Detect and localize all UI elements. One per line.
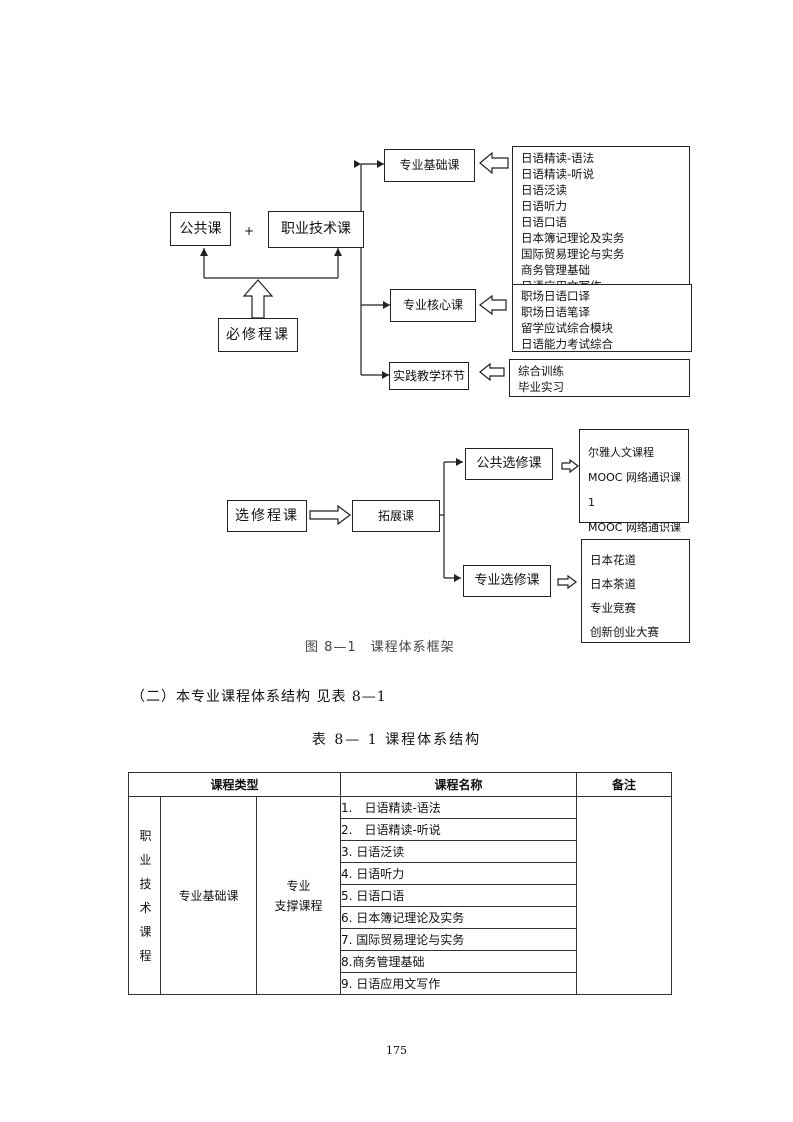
practice-course-list: 综合训练 毕业实习: [509, 359, 690, 397]
page-number: 175: [386, 1044, 407, 1057]
core-course-label: 专业核心课: [402, 298, 463, 313]
list-item: 职场日语口译: [521, 289, 590, 303]
list-item: 留学应试综合模块: [521, 321, 613, 335]
course-name-cell: 8.商务管理基础: [340, 950, 577, 973]
diagram-connectors: [200, 151, 579, 590]
list-item: 创新创业大赛: [590, 625, 659, 639]
list-item: 日语精读-语法: [521, 151, 595, 165]
table-row: 职业技术课程 专业基础课 专业 支撑课程 1. 日语精读-语法: [128, 796, 672, 995]
practice-course-box: 实践教学环节: [389, 362, 469, 390]
required-course-box: 必修程课: [218, 318, 298, 352]
header-remark: 备注: [576, 772, 672, 797]
course-name-cell: 1. 日语精读-语法: [340, 796, 577, 819]
public-elective-label: 公共选修课: [476, 456, 542, 472]
public-elective-box: 公共选修课: [465, 448, 553, 480]
table-row: 4. 日语听力: [129, 862, 672, 885]
list-item: 尔雅人文课程: [588, 446, 654, 459]
list-item: 职场日语笔译: [521, 305, 590, 319]
course-name-cell: 6. 日本簿记理论及实务: [340, 906, 577, 929]
table-header-row: 课程类型 课程名称 备注: [128, 772, 672, 797]
list-item: 专业竞赛: [590, 601, 636, 615]
required-course-label: 必修程课: [226, 326, 290, 343]
list-item: 综合训练: [518, 364, 564, 378]
course-name-cell: 7. 国际贸易理论与实务: [340, 928, 577, 951]
section-heading: （二）本专业课程体系结构 见表 8—1: [131, 689, 387, 705]
table-row: 9. 日语应用文写作: [129, 972, 672, 995]
list-item: 日本花道: [590, 553, 636, 567]
public-course-box: 公共课: [170, 212, 231, 246]
practice-course-label: 实践教学环节: [392, 368, 465, 383]
table-row: 2. 日语精读-听说: [129, 818, 672, 841]
list-item: 国际贸易理论与实务: [521, 247, 625, 261]
figure-caption: 图 8—1 课程体系框架: [305, 640, 455, 655]
basic-course-label: 专业基础课: [399, 158, 460, 173]
table-row: 7. 国际贸易理论与实务: [129, 928, 672, 951]
list-item: MOOC 网络通识课 1: [588, 471, 681, 509]
list-item: 商务管理基础: [521, 263, 590, 277]
support-cell: 专业 支撑课程: [256, 796, 341, 995]
list-item: 日本茶道: [590, 577, 636, 591]
table-caption: 表 8— 1 课程体系结构: [311, 732, 482, 748]
subcategory-cell: 专业基础课: [160, 796, 257, 995]
extension-course-box: 拓展课: [352, 500, 440, 532]
list-item: 日语精读-听说: [521, 167, 595, 181]
list-item: 日本簿记理论及实务: [521, 231, 625, 245]
core-course-list: 职场日语口译 职场日语笔译 留学应试综合模块 日语能力考试综合: [512, 284, 692, 352]
public-elective-list: 尔雅人文课程 MOOC 网络通识课 1 MOOC 网络通识课 2: [579, 429, 689, 559]
basic-course-box: 专业基础课: [384, 149, 475, 182]
core-course-box: 专业核心课: [390, 289, 476, 322]
category-cell: 职业技术课程: [128, 796, 161, 995]
course-name-cell: 5. 日语口语: [340, 884, 577, 907]
course-name-cell: 3. 日语泛读: [340, 840, 577, 863]
list-item: 日语口语: [521, 215, 567, 229]
list-item: 日语听力: [521, 199, 567, 213]
elective-course-box: 选修程课: [227, 500, 307, 532]
list-item: 日语能力考试综合: [521, 337, 613, 351]
remark-cell: [576, 796, 672, 995]
header-course-name: 课程名称: [340, 772, 577, 797]
vocational-course-label: 职业技术课: [281, 221, 351, 238]
major-elective-label: 专业选修课: [474, 573, 540, 589]
public-course-label: 公共课: [179, 220, 222, 237]
category-label: 职业技术课程: [139, 828, 152, 963]
vocational-course-box: 职业技术课: [268, 211, 364, 248]
header-course-type: 课程类型: [128, 772, 341, 797]
course-name-cell: 2. 日语精读-听说: [340, 818, 577, 841]
extension-course-label: 拓展课: [377, 508, 414, 523]
course-structure-table: 课程类型 课程名称 备注 职业技术课程 专业基础课 专业 支撑课程 1. 日语精…: [128, 772, 672, 995]
plus-sign: +: [244, 224, 255, 238]
course-name-cell: 9. 日语应用文写作: [340, 972, 577, 995]
basic-course-list: 日语精读-语法 日语精读-听说 日语泛读 日语听力 日语口语 日本簿记理论及实务…: [512, 146, 690, 293]
major-elective-list: 日本花道 日本茶道 专业竞赛 创新创业大赛: [581, 539, 690, 643]
list-item: 日语泛读: [521, 183, 567, 197]
course-name-cell: 4. 日语听力: [340, 862, 577, 885]
elective-course-label: 选修程课: [235, 507, 299, 524]
table-row: 5. 日语口语: [129, 884, 672, 907]
major-elective-box: 专业选修课: [463, 565, 551, 597]
list-item: 毕业实习: [518, 380, 564, 394]
table-row: 8.商务管理基础: [129, 950, 672, 973]
